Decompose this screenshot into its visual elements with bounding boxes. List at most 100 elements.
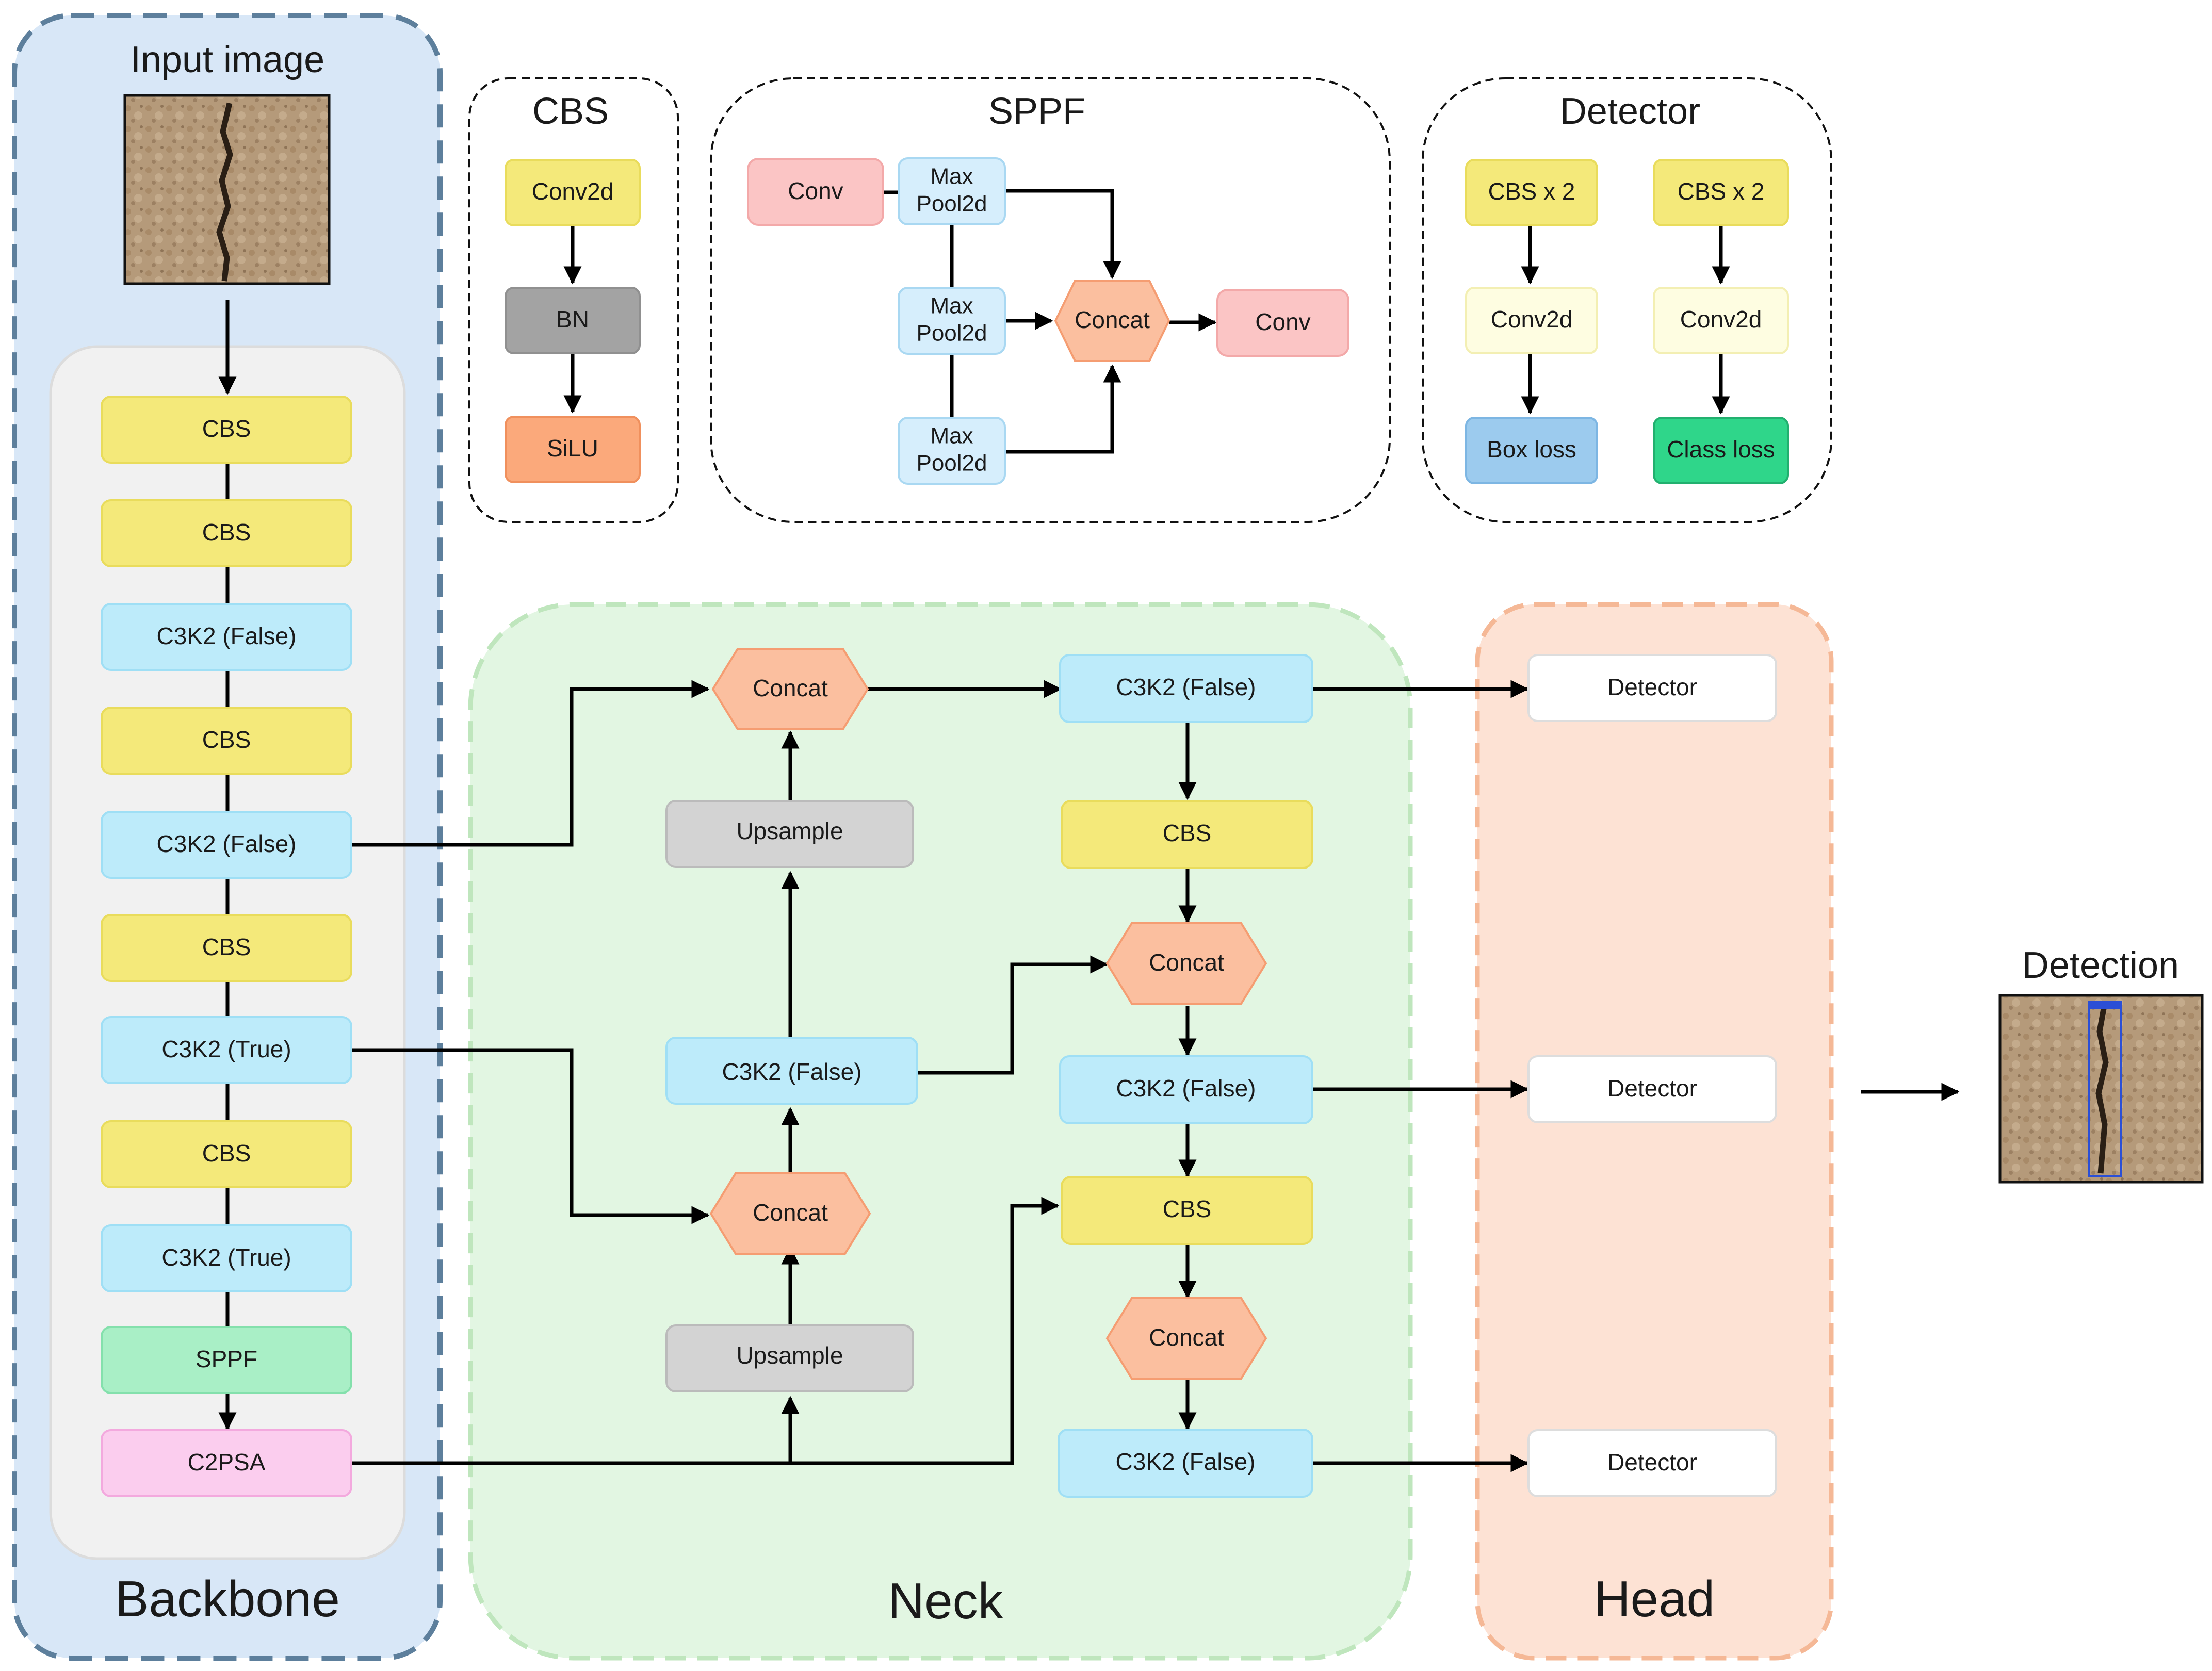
backbone-block-4-label: CBS	[202, 726, 251, 753]
neck-right-concat-2	[1105, 1297, 1267, 1380]
detector-left-cbs-label: CBS x 2	[1488, 178, 1575, 205]
sppf-conv-out-label: Conv	[1255, 308, 1310, 335]
neck-concat-top-label: Concat	[753, 675, 828, 701]
sppf-concat-label: Concat	[1075, 306, 1150, 333]
detector-right-conv2d-label: Conv2d	[1680, 306, 1762, 333]
cbs-bn-label: BN	[556, 306, 589, 333]
detector-box-loss-label: Box loss	[1487, 436, 1576, 463]
head-detector-1	[1527, 654, 1777, 722]
cbs-conv2d-block	[505, 159, 641, 226]
upsample-top-label: Upsample	[736, 817, 843, 844]
input-image-title: Input image	[131, 39, 324, 80]
neck-concat-mid	[709, 1172, 871, 1255]
backbone-block-7-label: C3K2 (True)	[161, 1036, 291, 1062]
backbone-block-3-label: C3K2 (False)	[157, 622, 297, 649]
neck-c3k2-mid-label: C3K2 (False)	[722, 1058, 862, 1085]
detector-module-title: Detector	[1560, 91, 1700, 132]
neck-right-concat-1-label: Concat	[1149, 949, 1224, 976]
sppf-conv-in-block	[747, 158, 884, 226]
detection-image	[1998, 994, 2204, 1184]
detector-right-cbs-label: CBS x 2	[1678, 178, 1765, 205]
sppf-conv-out-block	[1216, 289, 1349, 357]
neck-right-c3k2-top-label: C3K2 (False)	[1116, 674, 1256, 700]
sppf-maxpool-3-line1: Max	[930, 423, 973, 449]
cbs-silu-label: SiLU	[547, 435, 598, 462]
backbone-block-5	[101, 811, 352, 879]
neck-right-concat-1	[1105, 922, 1267, 1005]
head-detectors: Detector Detector Detector	[1527, 654, 1777, 1497]
upsample-bottom-block	[665, 1324, 914, 1392]
backbone-block-6	[101, 914, 352, 982]
neck-right-cbs-2-block	[1061, 1176, 1313, 1245]
backbone-block-9	[101, 1224, 352, 1292]
backbone-title: Backbone	[115, 1570, 340, 1627]
backbone-block-8-label: CBS	[202, 1140, 251, 1167]
backbone-block-6-label: CBS	[202, 933, 251, 960]
backbone-block-3	[101, 603, 352, 671]
cbs-module: Conv2d BN SiLU	[505, 159, 641, 483]
neck-right-c3k2-bottom-label: C3K2 (False)	[1116, 1448, 1256, 1475]
detector-left-cbs-block	[1465, 159, 1598, 226]
sppf-maxpool-2-line2: Pool2d	[916, 321, 987, 346]
detector-right-cbs-block	[1653, 159, 1789, 226]
detector-left-conv2d-block	[1465, 287, 1598, 354]
backbone-block-11-label: C2PSA	[188, 1449, 266, 1476]
detector-box-loss-block	[1465, 417, 1598, 484]
backbone-block-1	[101, 396, 352, 464]
head-title: Head	[1594, 1570, 1715, 1627]
head-detector-1-label: Detector	[1607, 674, 1697, 700]
backbone-block-10	[101, 1326, 352, 1394]
neck-right-c3k2-top-block	[1059, 654, 1313, 723]
neck-c3k2-mid-block	[665, 1037, 918, 1105]
cbs-bn-block	[505, 287, 641, 354]
backbone-block-2-label: CBS	[202, 519, 251, 546]
neck-title: Neck	[888, 1572, 1003, 1629]
backbone-block-5-label: C3K2 (False)	[157, 830, 297, 857]
sppf-maxpool-2-block	[898, 287, 1006, 355]
detector-right-conv2d-block	[1653, 287, 1789, 354]
upsample-top-block	[665, 800, 914, 868]
neck-right-concat-2-label: Concat	[1149, 1324, 1224, 1351]
connectors	[218, 189, 1960, 1472]
backbone-block-11	[101, 1429, 352, 1497]
sppf-maxpool-3-block	[898, 417, 1006, 485]
head-panel	[1475, 602, 1834, 1661]
detector-left-conv2d-label: Conv2d	[1491, 306, 1573, 333]
neck-right-c3k2-bottom-block	[1058, 1429, 1313, 1498]
detection-title: Detection	[2022, 945, 2179, 986]
backbone-block-8	[101, 1120, 352, 1188]
neck-right-cbs-1-block	[1061, 800, 1313, 869]
sppf-maxpool-1-line2: Pool2d	[916, 191, 987, 217]
neck-right-c3k2-mid-block	[1059, 1055, 1313, 1124]
backbone-block-4	[101, 707, 352, 775]
sppf-maxpool-2-line1: Max	[930, 293, 973, 319]
backbone-block-1-label: CBS	[202, 415, 251, 442]
detector-module: CBS x 2 Conv2d Box loss CBS x 2 Conv2d C…	[1465, 159, 1789, 484]
sppf-concat	[1054, 280, 1170, 362]
detection-label-tag	[2089, 1002, 2121, 1009]
neck-concat-mid-label: Concat	[753, 1199, 828, 1226]
sppf-maxpool-1-block	[898, 157, 1006, 225]
backbone-blocks: CBS CBS C3K2 (False) CBS C3K2 (False) CBS C3K2…	[101, 396, 352, 1497]
neck-right-c3k2-mid-label: C3K2 (False)	[1116, 1075, 1256, 1102]
sppf-conv-in-label: Conv	[788, 177, 843, 204]
neck-blocks: Upsample Upsample C3K2 (False) C3K2 (Fal…	[665, 648, 1313, 1498]
upsample-bottom-label: Upsample	[736, 1342, 843, 1369]
backbone-block-2	[101, 499, 352, 567]
detector-class-loss-label: Class loss	[1667, 436, 1775, 463]
neck-right-cbs-1-label: CBS	[1163, 820, 1212, 846]
backbone-block-10-label: SPPF	[196, 1346, 257, 1372]
neck-concat-top	[711, 648, 869, 730]
backbone-block-9-label: C3K2 (True)	[161, 1244, 291, 1271]
neck-panel	[468, 602, 1413, 1661]
detector-class-loss-block	[1653, 417, 1789, 484]
cbs-conv2d-label: Conv2d	[532, 178, 614, 205]
head-detector-2-label: Detector	[1607, 1075, 1697, 1102]
head-detector-3	[1527, 1429, 1777, 1497]
head-detector-2	[1527, 1055, 1777, 1123]
backbone-block-7	[101, 1016, 352, 1084]
input-image	[123, 94, 331, 285]
neck-right-cbs-2-label: CBS	[1163, 1195, 1212, 1222]
sppf-module-title: SPPF	[988, 91, 1085, 132]
